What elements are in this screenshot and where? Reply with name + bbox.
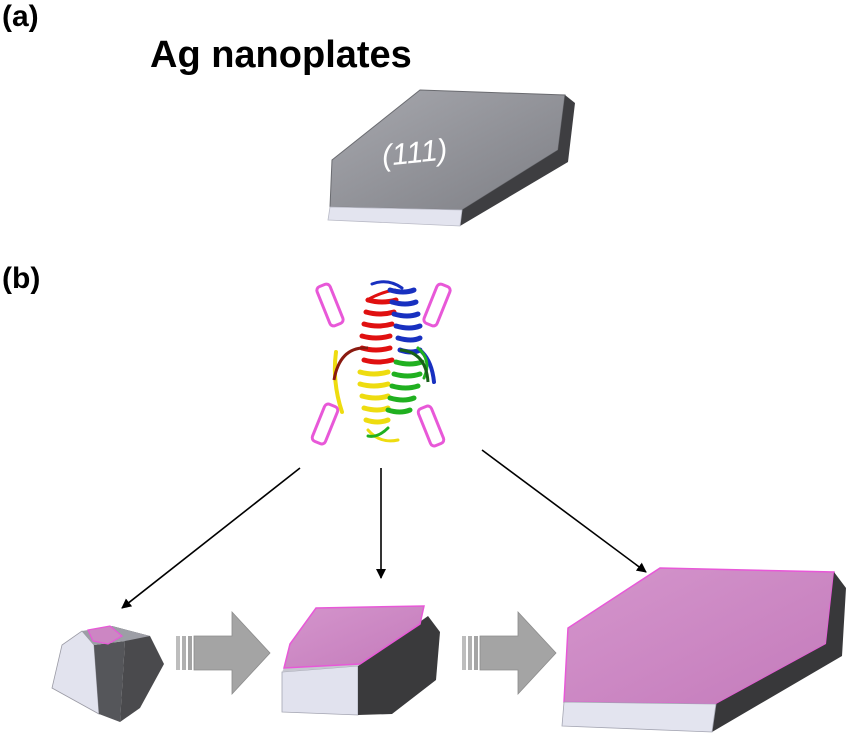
tag-bottom-left [310, 402, 340, 446]
arrow-to-small-crystal [121, 467, 301, 609]
loop-dark-green [399, 348, 430, 383]
peptide-structure [310, 280, 452, 448]
medium-plate-pink-facet [283, 605, 425, 669]
helix-yellow [332, 350, 400, 443]
medium-plate-front-face [281, 665, 359, 716]
small-crystal-right-face [112, 626, 164, 722]
plate-a-front-side [327, 206, 463, 227]
facet-label: (111) [380, 133, 449, 173]
small-crystal [51, 625, 164, 722]
large-plate [561, 567, 846, 733]
helix-green [366, 346, 429, 438]
plate-a-top-face [329, 89, 566, 211]
loop-dark-red [332, 346, 369, 381]
panel-a-title: Ag nanoplates [150, 34, 412, 76]
tag-top-right [422, 282, 452, 328]
tag-top-left [315, 282, 345, 328]
tag-bottom-right [416, 404, 446, 448]
small-crystal-left-face [51, 630, 100, 715]
plate-a-right-side [460, 95, 575, 226]
panel-b-label: (b) [2, 262, 41, 295]
small-crystal-front-face [94, 641, 125, 722]
medium-plate [281, 605, 440, 716]
large-plate-front-face [561, 701, 717, 733]
ag-nanoplate: (111) [327, 89, 575, 227]
small-crystal-pink-facet [87, 625, 124, 645]
growth-arrow-1 [176, 610, 271, 696]
panel-a-label: (a) [2, 0, 39, 33]
medium-plate-right-face [358, 616, 440, 715]
large-plate-right-face [712, 572, 846, 732]
growth-arrow-2 [462, 610, 557, 696]
arrow-to-large-plate [481, 449, 647, 573]
